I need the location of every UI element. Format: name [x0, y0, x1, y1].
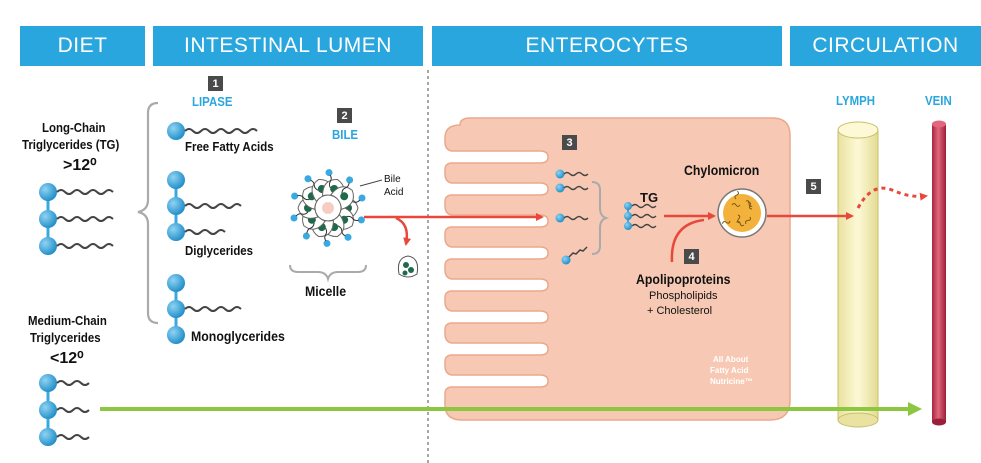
diglycerides-label: Diglycerides	[185, 243, 254, 258]
watermark-line1: All About	[713, 355, 749, 364]
lymph-vessel-top	[837, 121, 879, 139]
lct-chain-length: >12⁰	[63, 157, 97, 174]
step3-brace	[591, 181, 610, 255]
step-5-badge: 5	[806, 179, 821, 194]
micelle	[290, 169, 366, 247]
step-4-badge: 4	[684, 249, 699, 264]
lct-label-line2: Triglycerides (TG)	[22, 137, 120, 152]
diglyceride-molecule	[167, 171, 242, 241]
header-enterocytes: ENTEROCYTES	[432, 26, 782, 66]
header-intestinal-lumen: INTESTINAL LUMEN	[153, 26, 423, 66]
monoglycerides-label: Monoglycerides	[191, 328, 285, 344]
bile-acid-pointer	[359, 179, 383, 187]
lipase-label: LIPASE	[192, 94, 233, 109]
mct-label-line2: Triglycerides	[30, 330, 101, 345]
step-2-badge: 2	[337, 108, 352, 123]
chylomicron	[717, 188, 767, 238]
tg-label: TG	[640, 190, 659, 205]
lymph-label: LYMPH	[836, 93, 875, 108]
free-fatty-acids-label: Free Fatty Acids	[185, 139, 274, 154]
micelle-label: Micelle	[305, 283, 347, 299]
step-3-badge: 3	[562, 135, 577, 150]
lymph-vessel	[837, 129, 879, 421]
lct-brace	[137, 101, 159, 325]
mct-label-line1: Medium-Chain	[28, 313, 107, 328]
phospholipids-label: Phospholipids	[649, 290, 718, 302]
mct-molecule	[39, 374, 90, 446]
monoglyceride-molecule	[167, 274, 242, 344]
step-1-badge: 1	[208, 76, 223, 91]
mct-chain-length: <12⁰	[50, 350, 84, 367]
bile-acid-label-line1: Bile	[384, 174, 401, 185]
lct-label-line1: Long-Chain	[42, 120, 106, 135]
micelle-brace	[289, 264, 367, 283]
watermark-line3: Nutricine™	[710, 377, 753, 386]
vein-vessel	[932, 124, 946, 422]
released-bile-acid	[397, 255, 419, 278]
apolipoprotein-arrow	[670, 218, 705, 263]
header-circulation: CIRCULATION	[790, 26, 981, 66]
chylomicron-label: Chylomicron	[684, 162, 760, 178]
bile-label: BILE	[332, 127, 359, 142]
bile-release-arrow	[395, 216, 412, 246]
enterocyte-tg-molecule	[624, 202, 657, 230]
lymph-to-vein-arrow	[856, 186, 928, 209]
bile-acid-label-line2: Acid	[384, 187, 404, 198]
apolipoproteins-label: Apolipoproteins	[636, 271, 731, 287]
cholesterol-label: + Cholesterol	[647, 305, 713, 317]
enterocyte-cell	[444, 117, 791, 421]
vein-label: VEIN	[925, 93, 952, 108]
free-fatty-acid-molecule	[167, 122, 258, 140]
watermark-line2: Fatty Acid	[710, 366, 749, 375]
enterocyte-fatty-acids	[555, 169, 589, 265]
header-diet: DIET	[20, 26, 145, 66]
lct-molecule	[39, 183, 114, 255]
